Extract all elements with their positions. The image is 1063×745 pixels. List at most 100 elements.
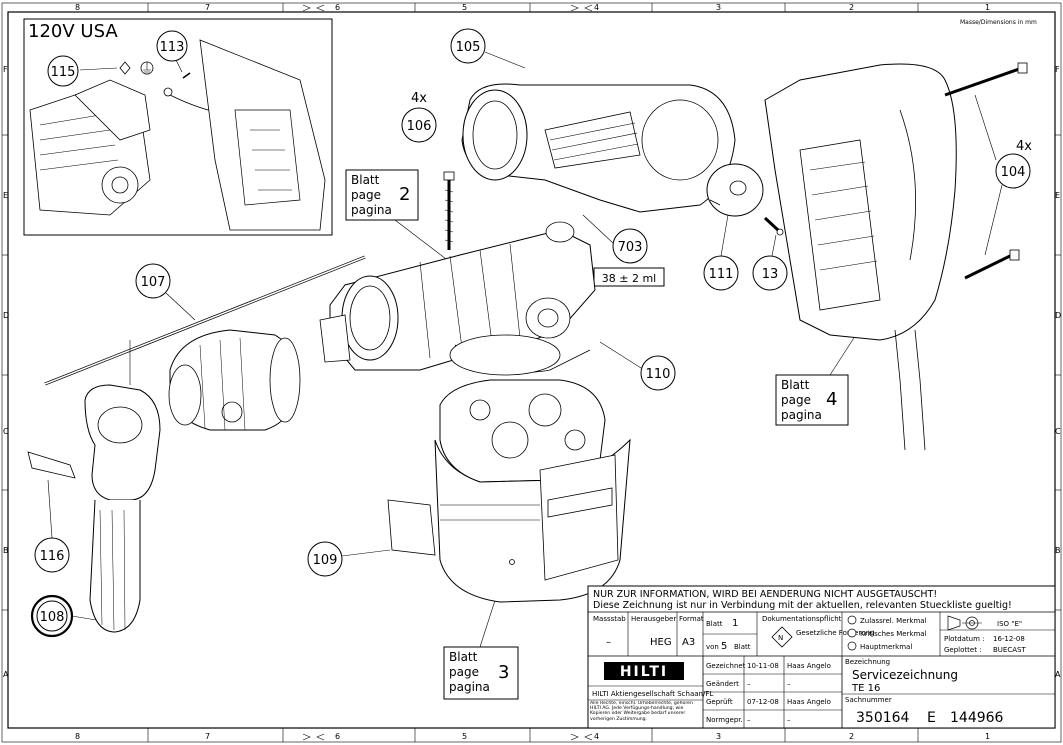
von-label: von [706,643,719,651]
callout-111-number: 111 [709,267,734,282]
callout-703: 703 38 ± 2 ml [582,214,665,287]
col-label-5-top: 5 [462,3,467,12]
part-gearbox-base [439,379,606,483]
rights-text: Alle Rechte, einschl. Urheberrechte, geh… [590,701,693,722]
rights-text-container: Alle Rechte, einschl. Urheberrechte, geh… [590,701,693,722]
sachnummer-label: Sachnummer [845,696,892,704]
bezeichnung-line-2: TE 16 [851,683,880,694]
hilti-logo-text: HILTI [620,664,668,680]
col-label-2-top: 2 [849,3,854,12]
von-value: 5 [721,641,727,652]
geplottet-label: Geplottet : [944,646,982,654]
callout-106: 4x 4x 106 [401,91,437,143]
callout-110-number: 110 [646,367,671,382]
col-label-4-top: 4 [594,3,599,12]
callout-110: 110 [599,341,676,391]
row-label-a-right: A [1055,670,1061,679]
row-label-b-right: B [1055,546,1061,555]
callout-113-label: 113 [160,40,185,55]
page-ref-4-l2: page [781,393,811,407]
column-markers-top: 8 7 6 5 4 3 2 1 [75,3,990,12]
drawing-border [7,11,1056,729]
col-label-4-bottom: 4 [594,732,599,741]
merkmal-1-circle [847,615,857,625]
gezeichnet-label: Gezeichnet [706,662,746,670]
page-ref-3-num: 3 [498,662,509,683]
geprueft-label: Geprüft [706,698,733,706]
row-label-e: E [3,191,8,200]
page-ref-4: Blatt page pagina 4 [775,284,889,426]
hilti-logo [604,662,684,680]
merkmal-2: Kritisches Merkmal [860,630,927,638]
massstab-value: – [606,637,611,648]
notice-line-2: Diese Zeichnung ist nur in Verbindung mi… [593,600,1012,611]
row-label-c: C [3,427,9,436]
col-label-8-top: 8 [75,3,80,12]
part-104-screws [944,62,1028,280]
row-markers: F E D C B A F E D C B A [2,65,1061,679]
plotdatum-value: 16-12-08 [993,635,1025,643]
sachnummer-value: 350164 [856,710,910,726]
geplottet-value: BUECAST [993,646,1026,654]
part-107-rod [44,255,366,386]
col-label-6-top: 6 [335,3,340,12]
page-ref-3-l3: pagina [449,680,490,694]
part-rear-handle [764,63,957,451]
bezeichnung-line-1: Servicezeichnung [852,668,958,682]
part-105-cover [461,83,736,213]
geprueft-date: 07-12-08 [747,698,779,706]
page-ref-2-l1: Blatt [351,173,380,187]
part-side-handle [84,340,161,633]
page-ref-4-num: 4 [826,389,837,410]
merkmal-1: Zulassrel. Merkmal [860,617,927,625]
callout-116: 116 [34,479,70,573]
row-label-f: F [3,65,8,74]
iso-label: ISO "E" [997,620,1022,628]
part-111-cap [706,163,764,217]
callout-109: 109 [307,541,391,577]
callout-115: 115 [47,55,79,87]
masse-note: Masse/Dimensions in mm [960,19,1037,26]
row-label-e-right: E [1055,191,1060,200]
page-ref-2-l2: page [351,188,381,202]
document-number: 144966 [950,710,1004,726]
voltage-title: 120V USA [28,21,118,42]
callout-109-number: 109 [313,553,338,568]
iso-projection-icon [947,615,982,631]
gezeichnet-date: 10-11-08 [747,662,779,670]
company-name: HILTI Aktiengesellschaft Schaan/FL [592,690,713,698]
herausgeber-label: Herausgeber [631,615,676,623]
dokumentationspflicht-label: Dokumentationspflicht [762,615,842,623]
callout-104-qty: 4x [1016,139,1032,154]
row-label-d-right: D [1055,311,1061,320]
page-ref-2-l3: pagina [351,203,392,217]
page-ref-2-num: 2 [399,184,410,205]
callout-113: 113 [156,30,188,62]
normgepr-name: – [787,716,791,724]
col-label-6-bottom: 6 [335,732,340,741]
page-ref-3: Blatt page pagina 3 [443,559,519,700]
col-label-1-top: 1 [985,3,990,12]
geaendert-label: Geändert [706,680,739,688]
callout-703-number: 703 [618,240,643,255]
callout-115-label: 115 [51,65,76,80]
page-ref-4-l3: pagina [781,408,822,422]
callout-111: 111 [703,214,739,291]
normgepr-date: – [747,716,751,724]
column-markers-bottom: 8 7 6 5 4 3 2 1 [75,728,990,742]
part-motor-housing [434,438,631,603]
merkmal-3: Hauptmerkmal [860,643,912,651]
notice-line-1: NUR ZUR INFORMATION, WIRD BEI AENDERUNG … [593,589,937,600]
part-motor-assembly [319,221,596,376]
callout-106-qty: 4x [411,91,427,106]
merkmal-3-circle [847,641,857,651]
part-tool-holder [168,329,301,431]
callout-105-label: 105 [456,40,481,55]
format-label: Format [679,615,704,623]
col-label-3-bottom: 3 [716,732,721,741]
col-label-5-bottom: 5 [462,732,467,741]
gezeichnet-name: Haas Angelo [787,662,831,670]
part-109-label [387,499,436,556]
